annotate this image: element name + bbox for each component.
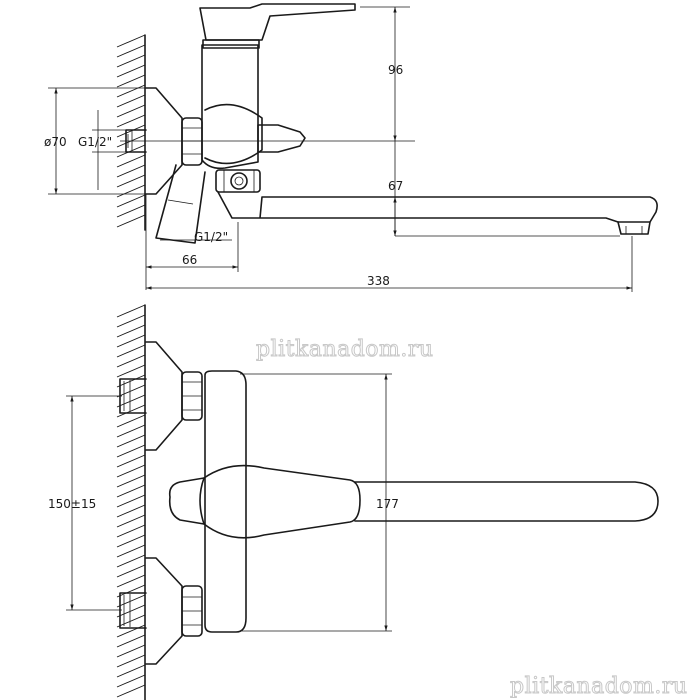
- hatch-line: [116, 544, 146, 558]
- hatch-line: [116, 184, 146, 198]
- bottom-view: 150±15 177: [48, 304, 659, 700]
- hatch-line: [116, 414, 146, 428]
- handle-lever-top: [199, 3, 356, 41]
- dim-diameter-70: ø70: [44, 135, 67, 149]
- hatch-line: [116, 354, 146, 368]
- hatch-line: [116, 634, 146, 648]
- hatch-line: [116, 434, 146, 448]
- hatch-line: [116, 84, 146, 98]
- top-view: 96 67 ø70 G1/2" G1/2" 66 338: [44, 3, 658, 292]
- escutcheon-lower: [145, 557, 183, 665]
- hatch-line: [116, 404, 146, 418]
- hatch-line: [116, 154, 146, 168]
- handle-lever-bottom: [168, 464, 361, 539]
- hatch-line: [116, 554, 146, 568]
- hatch-line: [116, 514, 146, 528]
- hatch-line: [116, 324, 146, 338]
- angled-inlet-top: [155, 164, 206, 244]
- hatch-line: [116, 174, 146, 188]
- hatch-line: [116, 534, 146, 548]
- hatch-line: [116, 204, 146, 218]
- dim-67: 67: [388, 179, 403, 193]
- diverter-knob-top: [257, 124, 306, 153]
- hatch-line: [116, 114, 146, 128]
- hatch-line: [116, 424, 146, 438]
- watermark-center: plitkanadom.ru: [256, 337, 434, 362]
- hatch-line: [116, 474, 146, 488]
- hatch-line: [116, 94, 146, 108]
- hatch-line: [116, 374, 146, 388]
- hatch-line: [116, 44, 146, 58]
- dim-177: 177: [376, 497, 399, 511]
- hatch-line: [116, 314, 146, 328]
- hatch-line: [116, 444, 146, 458]
- hatch-line: [116, 614, 146, 628]
- hatch-line: [116, 454, 146, 468]
- hatch-line: [116, 594, 146, 608]
- hatch-line: [116, 524, 146, 538]
- hatch-line: [116, 574, 146, 588]
- dim-66: 66: [182, 253, 197, 267]
- hatch-line: [116, 674, 146, 688]
- hatch-line: [116, 664, 146, 678]
- connection-nut-top: [181, 117, 203, 166]
- hatch-line: [116, 504, 146, 518]
- thread-label-bottom: G1/2": [194, 230, 228, 244]
- hatch-line: [116, 344, 146, 358]
- hatch-line: [116, 104, 146, 118]
- hatch-line: [116, 144, 146, 158]
- hatch-line: [116, 654, 146, 668]
- hatch-line: [116, 304, 146, 318]
- dim-centers: 150±15: [48, 497, 96, 511]
- watermark-corner: plitkanadom.ru: [510, 674, 688, 699]
- hatch-line: [116, 214, 146, 228]
- hatch-line: [116, 74, 146, 88]
- hatch-line: [116, 334, 146, 348]
- hatch-line: [116, 484, 146, 498]
- dim-96: 96: [388, 63, 403, 77]
- wall-hatching-top: [116, 34, 146, 231]
- hatch-line: [116, 34, 146, 48]
- hatch-line: [116, 384, 146, 398]
- hatch-line: [116, 624, 146, 638]
- escutcheon-upper: [145, 341, 183, 451]
- hatch-line: [116, 64, 146, 78]
- spout-top: [217, 191, 658, 223]
- hatch-line: [116, 394, 146, 408]
- thread-label-top: G1/2": [78, 135, 112, 149]
- mixer-body-bottom: [204, 370, 247, 633]
- mixer-body-top: [201, 44, 259, 170]
- hatch-line: [116, 604, 146, 618]
- dim-338: 338: [367, 274, 390, 288]
- hatch-line: [116, 54, 146, 68]
- wall-hatching-bottom: [116, 304, 146, 700]
- hatch-line: [116, 464, 146, 478]
- hatch-line: [116, 564, 146, 578]
- swivel-ring-top: [215, 169, 261, 193]
- spout-bottom: [354, 481, 659, 522]
- hatch-line: [116, 164, 146, 178]
- hatch-line: [116, 494, 146, 508]
- hatch-line: [116, 194, 146, 208]
- hatch-line: [116, 124, 146, 138]
- hatch-line: [116, 684, 146, 698]
- hatch-line: [116, 584, 146, 598]
- hatch-line: [116, 364, 146, 378]
- hatch-line: [116, 644, 146, 658]
